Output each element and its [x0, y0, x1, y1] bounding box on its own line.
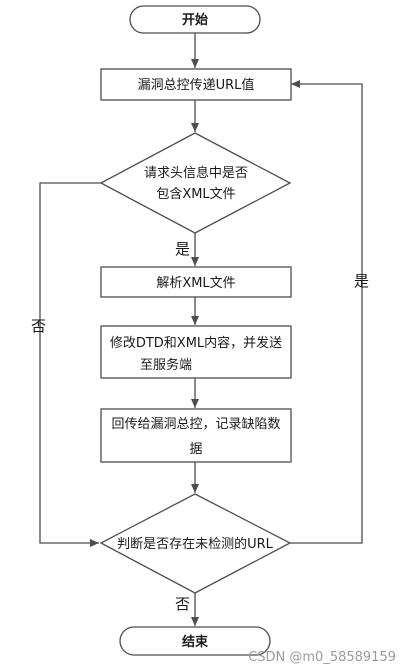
step1-box	[100, 68, 292, 101]
watermark: CSDN @m0_58589159	[248, 650, 396, 665]
end-terminator	[119, 626, 271, 656]
decision2-diamond	[99, 493, 292, 594]
end-label: 结束	[182, 634, 209, 650]
step3-line2: 至服务端	[140, 357, 192, 373]
decision2-label: 判断是否存在未检测的URL	[117, 536, 274, 552]
decision1-line2: 包含XML文件	[156, 186, 235, 202]
step4-box	[100, 408, 292, 463]
start-label: 开始	[182, 12, 208, 28]
yes-label-right: 是	[354, 272, 369, 290]
step3-line1: 修改DTD和XML内容，并发送	[110, 335, 282, 351]
decision1-diamond	[99, 132, 292, 234]
decision1-line1: 请求头信息中是否	[144, 165, 248, 181]
yes-label-down: 是	[175, 240, 190, 258]
no-label-left: 否	[31, 317, 46, 335]
start-terminator	[129, 5, 261, 34]
step3-box	[100, 325, 292, 379]
arrow-yes-loop-right	[290, 80, 363, 544]
step4-line2: 据	[189, 442, 202, 457]
step2-label: 解析XML文件	[156, 276, 235, 291]
step4-line1: 回传给漏洞总控，记录缺陷数	[111, 416, 280, 432]
no-label-bottom: 否	[175, 595, 190, 613]
step1-label: 漏洞总控传递URL值	[138, 77, 255, 93]
arrow-no-loop-left	[39, 182, 101, 547]
step2-box	[100, 266, 292, 298]
